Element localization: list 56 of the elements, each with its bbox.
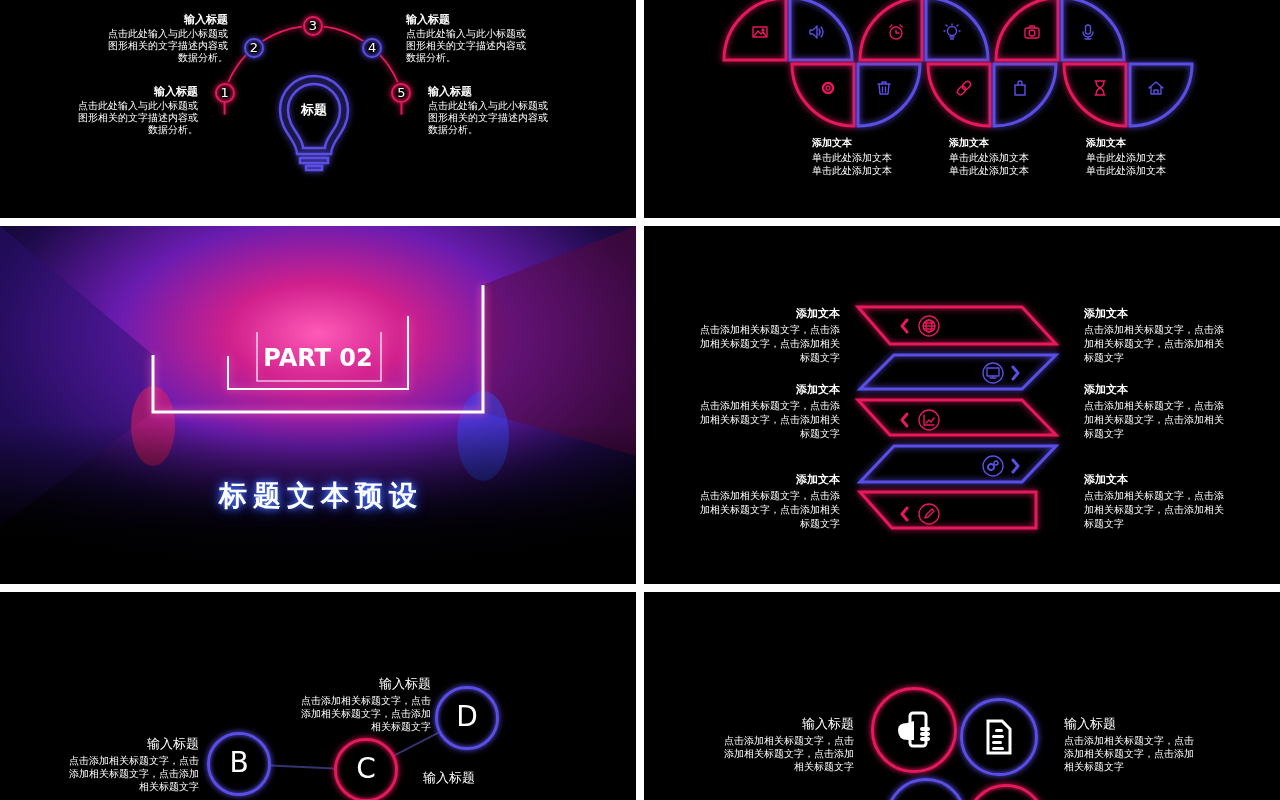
description-text: 点击此处输入与此小标题或图形相关的文字描述内容或数据分析。 <box>406 28 527 64</box>
description-text: 点击添加相关标题文字，点击添加相关标题文字，点击添加相关标题文字 <box>1084 489 1225 531</box>
description-text: 单击此处添加文本 <box>949 164 1029 177</box>
heading-text: 添加文本 <box>1084 472 1128 487</box>
description-text: 点击添加相关标题文字，点击添加相关标题文字，点击添加相关标题文字 <box>1064 734 1195 773</box>
heading-text: 添加文本 <box>812 136 852 150</box>
description-text: 单击此处添加文本 <box>812 151 892 164</box>
letter-label: C <box>356 755 376 784</box>
description-text: 点击添加相关标题文字，点击添加相关标题文字，点击添加相关标题文字 <box>68 754 199 793</box>
description-text: 点击此处输入与此小标题或图形相关的文字描述内容或数据分析。 <box>107 28 228 64</box>
heading-text: 添加文本 <box>949 136 989 150</box>
heading-text: 添加文本 <box>795 472 840 487</box>
arc-line <box>227 54 247 84</box>
description-text: 点击添加相关标题文字，点击添加相关标题文字，点击添加相关标题文字 <box>699 399 840 441</box>
arc-line <box>323 25 365 42</box>
numbered-circle <box>303 16 323 36</box>
letter-label: B <box>229 749 249 778</box>
heading-text: 添加文本 <box>795 382 840 397</box>
description-text: 点击添加相关标题文字，点击添加相关标题文字，点击添加相关标题文字 <box>300 694 431 733</box>
description-text: 点击添加相关标题文字，点击添加相关标题文字，点击添加相关标题文字 <box>699 489 840 531</box>
heading-text: 输入标题 <box>379 675 431 693</box>
heading-text: 添加文本 <box>795 306 840 321</box>
heading-text: 添加文本 <box>1084 382 1128 397</box>
section-title: 标题文本预设 <box>217 478 423 514</box>
heading-text: 输入标题 <box>147 735 199 753</box>
description-text: 单击此处添加文本 <box>812 164 892 177</box>
heading-text: 添加文本 <box>1084 306 1128 321</box>
heading-text: 输入标题 <box>802 715 854 733</box>
step-number: 4 <box>368 40 377 54</box>
description-text: 单击此处添加文本 <box>1086 164 1166 177</box>
description-text: 单击此处添加文本 <box>1086 151 1166 164</box>
step-number: 1 <box>220 85 229 99</box>
heading-text: 输入标题 <box>1064 715 1116 733</box>
heading-text: 输入标题 <box>184 12 228 28</box>
heading-text: 输入标题 <box>428 84 472 100</box>
description-text: 点击添加相关标题文字，点击添加相关标题文字，点击添加相关标题文字 <box>1084 399 1225 441</box>
description-text: 点击此处输入与此小标题或图形相关的文字描述内容或数据分析。 <box>428 100 549 136</box>
description-text: 点击添加相关标题文字，点击添加相关标题文字，点击添加相关标题文字 <box>723 734 854 773</box>
description-text: 单击此处添加文本 <box>949 151 1029 164</box>
part-number-text: PART 02 <box>263 343 373 374</box>
heading-text: 添加文本 <box>1086 136 1126 150</box>
description-text: 点击添加相关标题文字，点击添加相关标题文字，点击添加相关标题文字 <box>699 323 840 365</box>
title-text: 标题 <box>300 101 328 119</box>
heading-text: 输入标题 <box>154 84 198 100</box>
heading-text: 输入标题 <box>406 12 450 28</box>
connector-line <box>270 764 335 770</box>
description-text: 点击此处输入与此小标题或图形相关的文字描述内容或数据分析。 <box>77 100 198 136</box>
description-text: 点击添加相关标题文字，点击添加相关标题文字，点击添加相关标题文字 <box>1084 323 1225 365</box>
connector-line <box>393 731 440 757</box>
letter-label: D <box>456 703 478 732</box>
step-number: 3 <box>308 19 318 33</box>
heading-text: 输入标题 <box>423 769 475 787</box>
arc-line <box>379 54 399 84</box>
arc-line <box>261 25 303 42</box>
step-number: 5 <box>397 85 406 99</box>
step-number: 2 <box>249 40 258 54</box>
